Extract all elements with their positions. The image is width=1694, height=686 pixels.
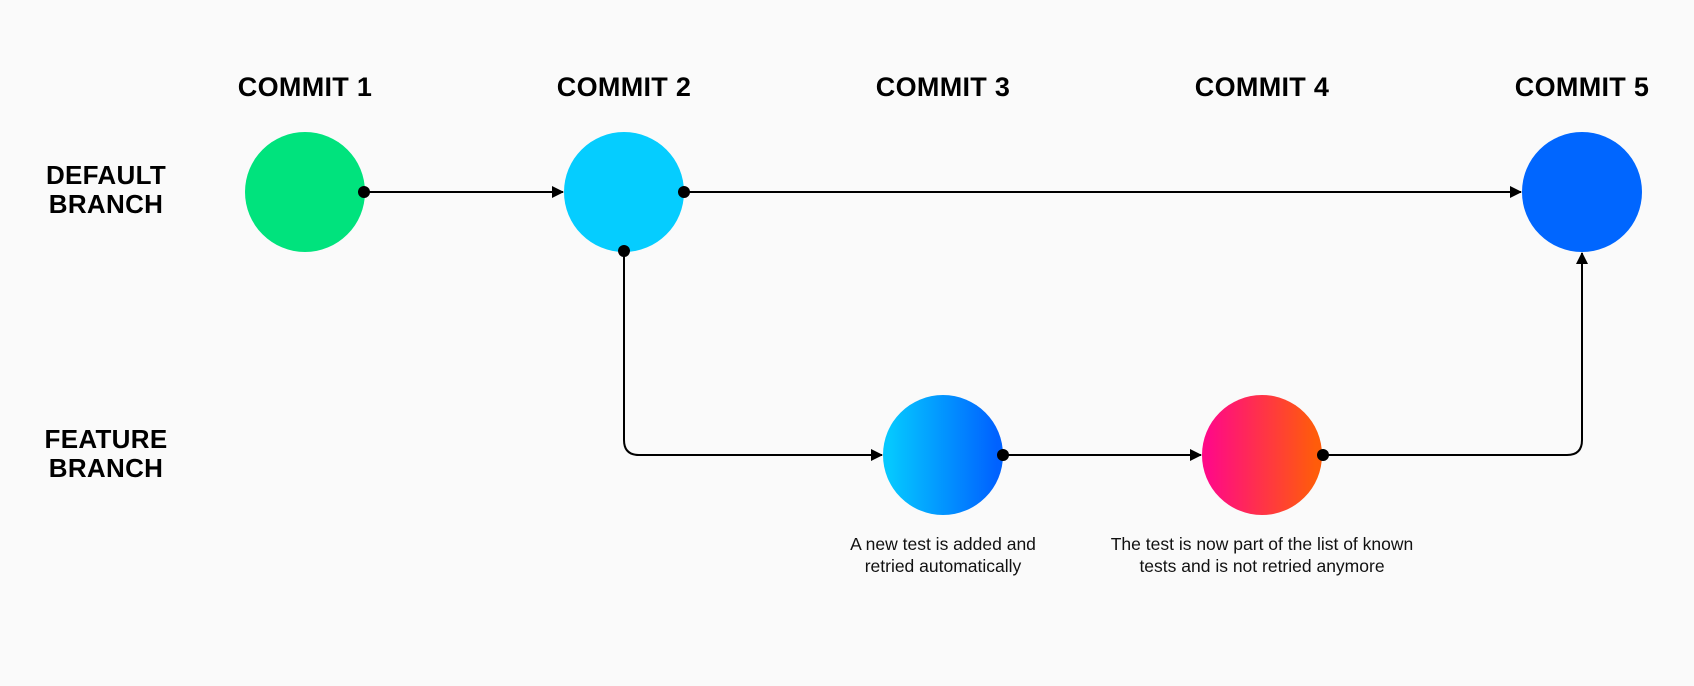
commit-3-caption-line2: retried automatically (865, 556, 1022, 576)
commit-1-node (245, 132, 365, 252)
commit-4-caption-line1: The test is now part of the list of know… (1111, 534, 1414, 554)
feature-branch-label-line1: FEATURE (45, 424, 168, 454)
commit-2-branch-dot (618, 245, 630, 257)
commit-3-caption: A new test is added and retried automati… (850, 534, 1036, 576)
commit-2-node (564, 132, 684, 252)
feature-branch-label: FEATURE BRANCH (45, 424, 168, 483)
default-branch-label-line2: BRANCH (49, 189, 163, 219)
commit-1-out-dot (358, 186, 370, 198)
commit-4-caption: The test is now part of the list of know… (1111, 534, 1414, 576)
commit-4-caption-line2: tests and is not retried anymore (1139, 556, 1384, 576)
commit-2-out-dot (678, 186, 690, 198)
commit-2-label: COMMIT 2 (557, 72, 691, 102)
commit-3-label: COMMIT 3 (876, 72, 1010, 102)
commit-3-node (883, 395, 1003, 515)
edge-commit4-to-commit5 (1323, 252, 1588, 456)
commit-4-out-dot (1317, 449, 1329, 461)
commit-4-node (1202, 395, 1322, 515)
commit-3-out-dot (997, 449, 1009, 461)
default-branch-label: DEFAULT BRANCH (46, 160, 166, 219)
edge-commit2-to-commit3 (623, 251, 883, 461)
commit-4-label: COMMIT 4 (1195, 72, 1329, 102)
default-branch-label-line1: DEFAULT (46, 160, 166, 190)
commit-5-node (1522, 132, 1642, 252)
commit-3-caption-line1: A new test is added and (850, 534, 1036, 554)
feature-branch-label-line2: BRANCH (49, 453, 163, 483)
commit-1-label: COMMIT 1 (238, 72, 372, 102)
commit-5-label: COMMIT 5 (1515, 72, 1649, 102)
